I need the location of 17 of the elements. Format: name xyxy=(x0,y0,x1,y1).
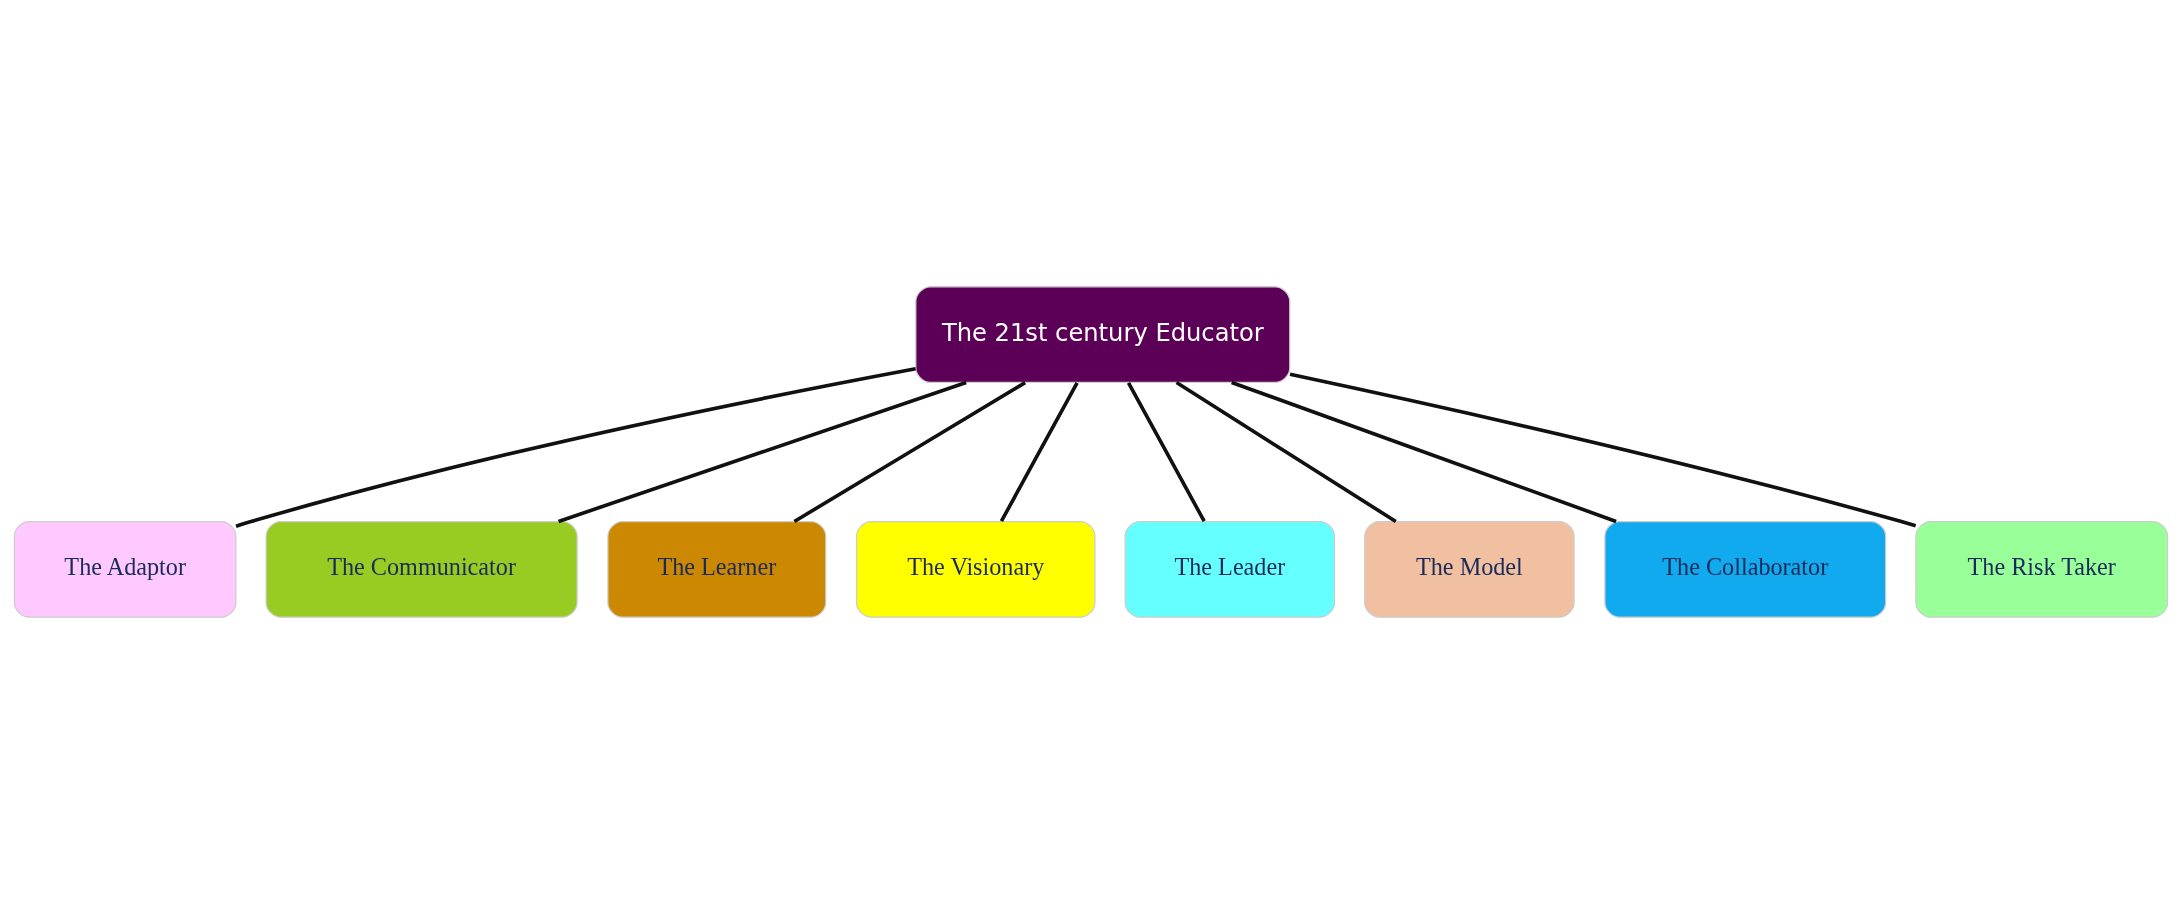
node-box: The Communicator xyxy=(265,520,578,618)
node-box: The Learner xyxy=(607,520,827,618)
node-box: The Collaborator xyxy=(1604,520,1887,618)
connector xyxy=(1231,380,1617,523)
node-box: The Visionary xyxy=(855,520,1096,618)
node-box: The Adaptor xyxy=(13,520,237,618)
connector xyxy=(1175,380,1397,523)
connector xyxy=(558,380,967,523)
node-box: The 21st century Educator xyxy=(915,285,1291,383)
connector xyxy=(999,381,1079,522)
node-box: The Risk Taker xyxy=(1915,520,2169,618)
node-box: The Leader xyxy=(1124,520,1336,618)
connector xyxy=(1126,381,1206,522)
node-box: The Model xyxy=(1364,520,1575,618)
connector xyxy=(793,380,1027,523)
connector xyxy=(1289,372,1917,527)
connector xyxy=(235,366,916,528)
